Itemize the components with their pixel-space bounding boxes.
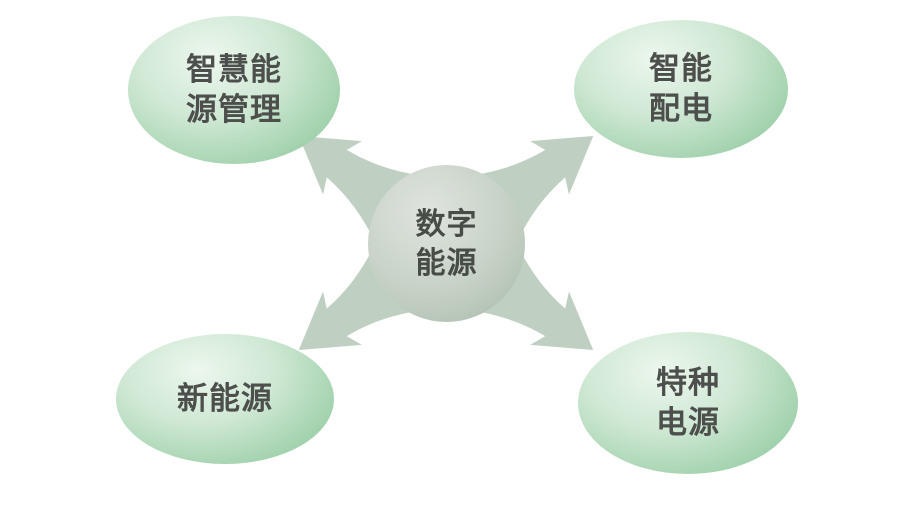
node-label-line: 源管理	[186, 92, 282, 127]
node-smart-energy-management: 智慧能 源管理	[128, 16, 340, 164]
node-smart-power-distribution: 智能 配电	[574, 20, 788, 158]
center-label-line: 数字	[415, 207, 478, 241]
node-new-energy: 新能源	[116, 334, 334, 464]
node-label-line: 智慧能	[186, 52, 282, 88]
node-label-line: 电源	[656, 405, 720, 440]
node-label-line: 配电	[649, 91, 713, 126]
node-special-power-supply: 特种 电源	[578, 332, 798, 474]
node-digital-energy-center: 数字 能源	[368, 165, 525, 322]
center-label-line: 能源	[415, 246, 478, 280]
node-label-line: 新能源	[177, 381, 273, 417]
node-label-line: 特种	[656, 365, 720, 401]
node-label-line: 智能	[649, 51, 713, 87]
